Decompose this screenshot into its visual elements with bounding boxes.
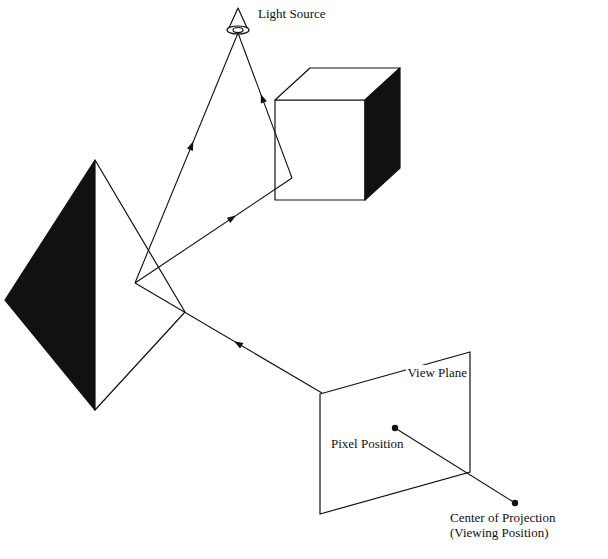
primary-ray — [135, 283, 322, 393]
projection-line — [395, 428, 515, 503]
viewpoint-label: Center of Projection (Viewing Position) — [450, 510, 590, 540]
light-source-bulb — [233, 28, 243, 33]
plane-title: View Plane — [406, 365, 468, 380]
light-source-label: Light Source — [258, 6, 326, 21]
shadow-ray — [238, 33, 292, 178]
cube-front-face — [275, 100, 365, 200]
shadow-ray — [135, 33, 238, 283]
cube-side-face — [365, 68, 400, 200]
ray-arrowhead — [234, 341, 243, 348]
reflected-ray — [135, 178, 292, 283]
plane-label: Pixel Position — [330, 436, 405, 451]
point-dot — [392, 425, 398, 431]
pyramid-dark-face — [5, 160, 95, 410]
pyramid-light-face — [95, 160, 185, 410]
ray-arrowhead — [227, 215, 236, 223]
light-source-lamp — [227, 26, 249, 34]
ray-arrowhead — [187, 141, 193, 151]
view-plane: View PlanePixel Position — [318, 350, 472, 516]
point-dot — [512, 500, 518, 506]
ray-arrowhead — [261, 94, 267, 104]
